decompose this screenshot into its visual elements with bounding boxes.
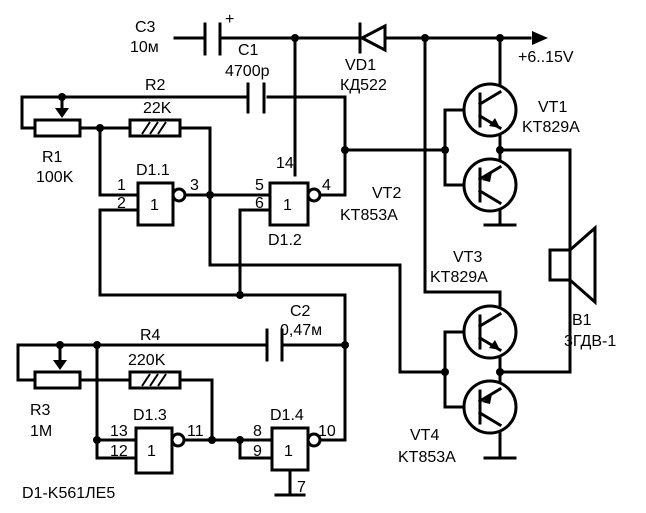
transistor-vt2 — [462, 157, 518, 213]
d12-pin-14: 14 — [276, 155, 294, 172]
gate-d1-3: 1 — [134, 426, 186, 475]
resistor-r3 — [33, 360, 82, 390]
d13-symbol: 1 — [147, 443, 156, 460]
c3-value: 10м — [130, 39, 159, 56]
d12-pin-6: 6 — [255, 195, 264, 212]
supply-rail — [173, 31, 548, 45]
d11-symbol: 1 — [150, 197, 159, 214]
vt4-value: KT853A — [398, 449, 456, 466]
ic-note: D1-K561ЛЕ5 — [22, 485, 115, 502]
d14-pin-9: 9 — [253, 443, 262, 460]
c2-value: 0,47м — [280, 322, 322, 339]
vt3-value: KT829A — [430, 269, 488, 286]
d13-pin-13: 13 — [110, 423, 128, 440]
c3-ref: C3 — [135, 19, 156, 36]
d14-pin-7: 7 — [297, 479, 306, 496]
resistor-r4 — [128, 370, 182, 390]
b1-ref: B1 — [572, 312, 592, 329]
vt1-ref: VT1 — [538, 99, 567, 116]
transistor-vt4 — [462, 379, 518, 435]
c3-polarity: + — [225, 11, 234, 28]
vt1-value: KT829A — [522, 119, 580, 136]
speaker-b1 — [548, 224, 597, 306]
d14-pin-10: 10 — [318, 423, 336, 440]
resistor-r1 — [33, 108, 82, 138]
gate-d1-1: 1 — [136, 181, 187, 227]
d13-pin-12: 12 — [110, 443, 128, 460]
c1-value: 4700р — [225, 63, 270, 80]
vt4-ref: VT4 — [410, 427, 439, 444]
r3-ref: R3 — [30, 402, 51, 419]
transistor-vt1 — [462, 82, 518, 138]
capacitor-c3: + — [203, 11, 234, 56]
d12-pin-4: 4 — [322, 177, 331, 194]
diode-vd1 — [358, 22, 387, 54]
d13-pin-11: 11 — [187, 423, 204, 440]
b1-value: 3ГДВ-1 — [564, 333, 616, 350]
r2-value: 22K — [143, 100, 172, 117]
d13-ref: D1.3 — [133, 407, 167, 424]
transistor-vt3 — [462, 304, 518, 360]
d11-pin-2: 2 — [117, 195, 126, 212]
vt2-value: KT853A — [340, 207, 398, 224]
resistor-r2 — [128, 118, 182, 138]
vt3-ref: VT3 — [453, 249, 482, 266]
d12-pin-5: 5 — [255, 177, 264, 194]
supply-label: +6..15V — [518, 49, 574, 66]
c1-ref: C1 — [238, 42, 259, 59]
d14-pin-8: 8 — [253, 423, 262, 440]
r4-value: 220K — [128, 352, 166, 369]
r1-value: 100K — [36, 169, 74, 186]
d11-pin-1: 1 — [117, 177, 126, 194]
d12-symbol: 1 — [283, 197, 292, 214]
r4-ref: R4 — [140, 327, 161, 344]
lower-wiring — [16, 341, 349, 497]
gate-d1-2: 1 — [268, 181, 322, 227]
capacitor-c2 — [265, 328, 284, 362]
vd1-ref: VD1 — [345, 57, 376, 74]
d11-ref: D1.1 — [136, 162, 170, 179]
upper-wiring — [20, 36, 447, 374]
d14-ref: D1.4 — [270, 407, 304, 424]
vd1-value: КД522 — [340, 77, 387, 94]
d12-ref: D1.2 — [268, 232, 302, 249]
c2-ref: C2 — [290, 303, 311, 320]
r1-ref: R1 — [42, 149, 63, 166]
gate-d1-4: 1 — [270, 426, 322, 472]
vt2-ref: VT2 — [372, 185, 401, 202]
d11-pin-3: 3 — [190, 177, 199, 194]
output-wiring — [423, 36, 572, 460]
d14-symbol: 1 — [284, 443, 293, 460]
capacitor-c1 — [246, 82, 266, 114]
r3-value: 1M — [30, 423, 52, 440]
r2-ref: R2 — [145, 77, 166, 94]
